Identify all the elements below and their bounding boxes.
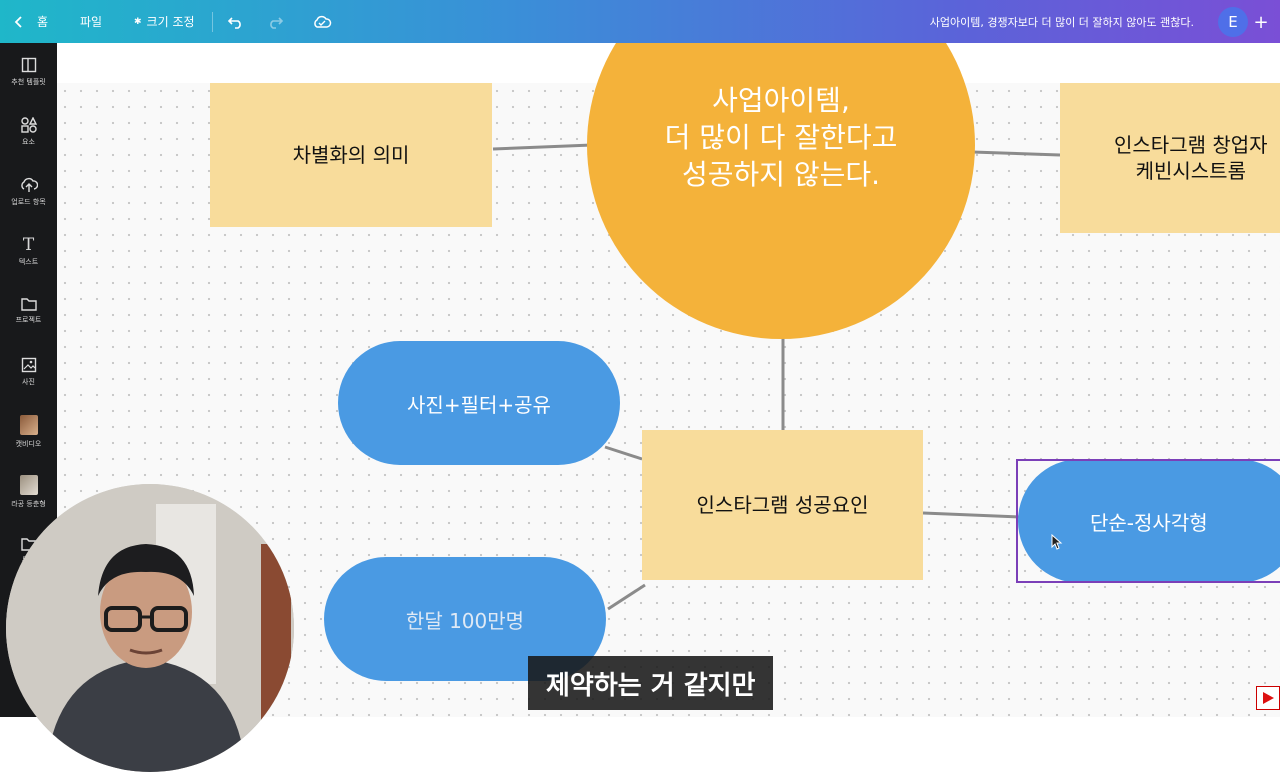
mindmap-connectors [492,143,1061,611]
redo-button[interactable] [266,0,284,43]
folder-icon [20,298,37,311]
sidebar-item-label: 텍스트 [18,258,39,266]
editor-topbar: 홈 파일 ✱ 크기 조정 사업아이템, 경쟁자보다 더 많이 더 잘하지 않아도… [0,0,1280,43]
connector-users [607,583,646,611]
sidebar-item-templates[interactable]: 추천 템플릿 [0,57,57,87]
undo-button[interactable] [227,0,245,43]
cloud-check-icon [314,15,332,28]
webcam-overlay [6,484,294,772]
sidebar-item-label: 캣비디오 [15,440,42,448]
topbar-divider [212,12,213,32]
chevron-left-icon [14,15,22,28]
upload-icon [20,177,38,192]
sidebar-item-label: 추천 템플릿 [11,78,46,86]
sidebar-item-label: 라공 등춘형 [11,500,46,508]
document-title[interactable]: 사업아이템, 경쟁자보다 더 많이 더 잘하지 않아도 괜찮다. [929,15,1194,29]
center-text-line3: 성공하지 않는다. [681,157,881,191]
connector-right [971,150,1061,157]
cloud-save-button[interactable] [312,0,332,43]
text-icon: T [22,235,35,255]
box-label-line2: 케빈시스트롬 [1135,159,1246,183]
box-label: 차별화의 의미 [292,143,410,167]
mindmap-box-success-factors[interactable]: 인스타그램 성공요인 [642,430,923,580]
sidebar-item-image[interactable]: 라공 등춘형 [0,475,57,509]
connector-simple [922,511,1020,519]
mindmap-pill-photo-filter-share[interactable]: 사진+필터+공유 [338,341,620,465]
sidebar-item-elements[interactable]: 요소 [0,117,57,147]
sidebar-item-label: 업로드 항목 [11,198,46,206]
channel-watermark-icon [1256,686,1280,710]
mindmap-pill-simple-square[interactable]: 단순-정사각형 [1018,459,1280,583]
center-text-line2: 더 많이 다 잘한다고 [664,120,898,154]
sidebar-item-label: 프로젝트 [15,316,42,324]
pill-label: 단순-정사각형 [1090,510,1208,535]
box-label: 인스타그램 성공요인 [696,493,869,517]
home-button[interactable]: 홈 [12,0,48,43]
template-icon [21,57,36,73]
box-label-line1: 인스타그램 창업자 [1114,133,1268,157]
file-label: 파일 [80,15,103,29]
resize-button[interactable]: ✱ 크기 조정 [134,0,195,43]
sidebar-item-video[interactable]: 캣비디오 [0,415,57,449]
presenter-figure [6,484,294,772]
file-menu-button[interactable]: 파일 [80,0,102,43]
sidebar-item-text[interactable]: T 텍스트 [0,237,57,267]
mindmap-box-instagram-founder[interactable]: 인스타그램 창업자 케빈시스트롬 [1060,83,1280,233]
sidebar-item-projects[interactable]: 프로젝트 [0,297,57,325]
connector-photo [604,445,643,461]
undo-icon [227,16,241,29]
elements-icon [20,117,37,133]
add-collaborator-button[interactable]: + [1253,11,1269,33]
center-text-line1: 사업아이템, [712,84,850,117]
redo-icon [270,16,284,29]
sparkle-icon: ✱ [134,16,142,27]
selection-outline[interactable] [1016,459,1280,583]
mouse-cursor-icon [1051,534,1063,550]
sidebar-item-photos[interactable]: 사진 [0,357,57,387]
avatar[interactable]: E [1218,7,1248,37]
video-subtitle: 제약하는 거 같지만 [528,656,774,710]
photo-icon [21,357,36,373]
connector-left [492,143,593,151]
mindmap-box-differentiation[interactable]: 차별화의 의미 [210,83,492,227]
pill-label: 사진+필터+공유 [407,392,551,417]
pill-label: 한달 100만명 [405,608,525,633]
sidebar-item-label: 사진 [22,378,35,386]
home-label: 홈 [37,15,49,29]
resize-label: 크기 조정 [146,15,195,29]
video-thumbnail [19,415,38,435]
sidebar-item-label: 요소 [22,138,35,146]
sidebar-item-uploads[interactable]: 업로드 항목 [0,177,57,207]
image-thumbnail [19,475,38,495]
